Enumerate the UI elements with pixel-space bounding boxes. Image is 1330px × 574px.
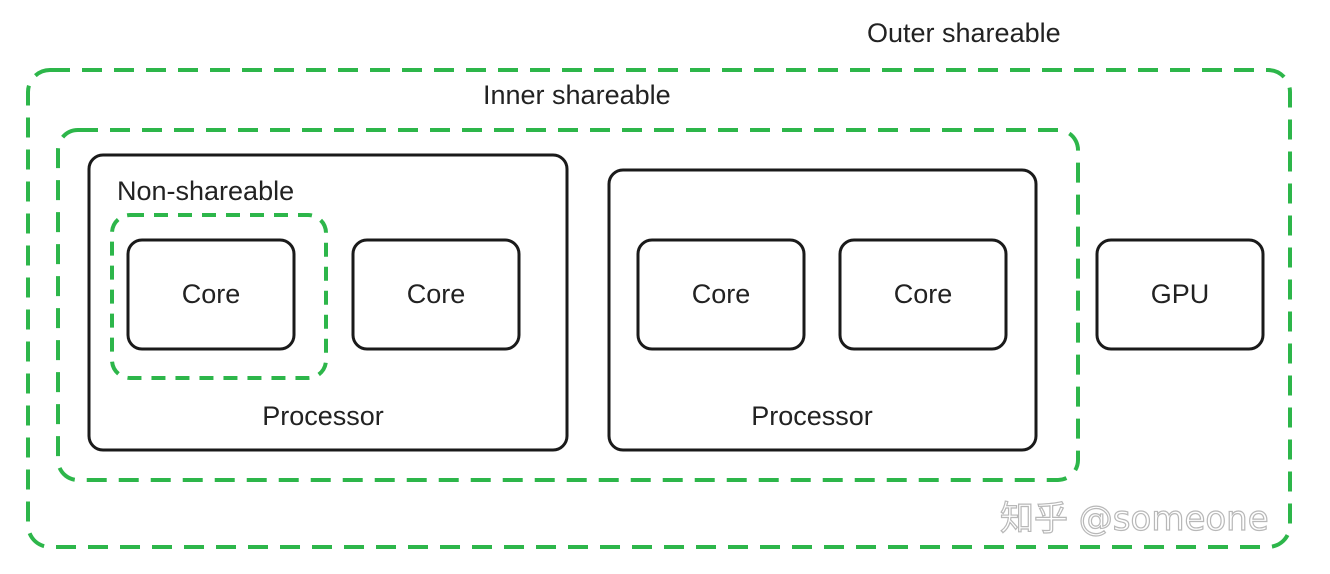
core-label-2: Core: [406, 279, 466, 309]
non-shareable-label: Non-shareable: [117, 176, 295, 206]
processor-label-1: Processor: [262, 401, 384, 431]
gpu-label: GPU: [1150, 279, 1210, 309]
core-label-1: Core: [181, 279, 241, 309]
processor-box-1: [87, 153, 569, 452]
inner-shareable-domain: [56, 128, 1080, 482]
gpu-box: [1095, 238, 1265, 351]
core-box-3: [636, 238, 806, 351]
core-label-4: Core: [893, 279, 953, 309]
core-label-3: Core: [691, 279, 751, 309]
watermark-text: 知乎 @someone: [999, 499, 1269, 539]
non-shareable-domain: [110, 213, 328, 380]
processor-label-2: Processor: [751, 401, 873, 431]
processor-box-2: [607, 168, 1038, 452]
outer-shareable-label: Outer shareable: [867, 18, 1061, 48]
inner-shareable-label: Inner shareable: [483, 80, 671, 110]
core-box-4: [838, 238, 1008, 351]
outer-shareable-domain: [26, 68, 1292, 549]
core-box-2: [351, 238, 521, 351]
core-box-1: [126, 238, 296, 351]
